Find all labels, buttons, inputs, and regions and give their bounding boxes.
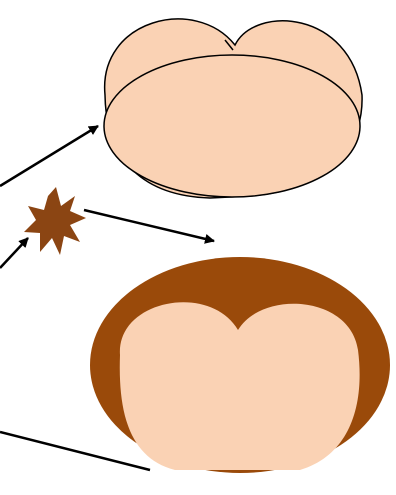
arrow-left-to-top-shape — [0, 126, 98, 186]
burst — [24, 187, 86, 255]
line-left-to-bottom — [0, 432, 150, 470]
starburst-icon — [24, 187, 86, 255]
arrow-left-to-burst — [0, 238, 28, 268]
lower-brown-heart — [90, 257, 390, 473]
upper-heart-front-ellipse — [104, 55, 360, 197]
arrow-burst-to-right — [84, 210, 214, 241]
upper-heart-cap — [104, 19, 362, 198]
